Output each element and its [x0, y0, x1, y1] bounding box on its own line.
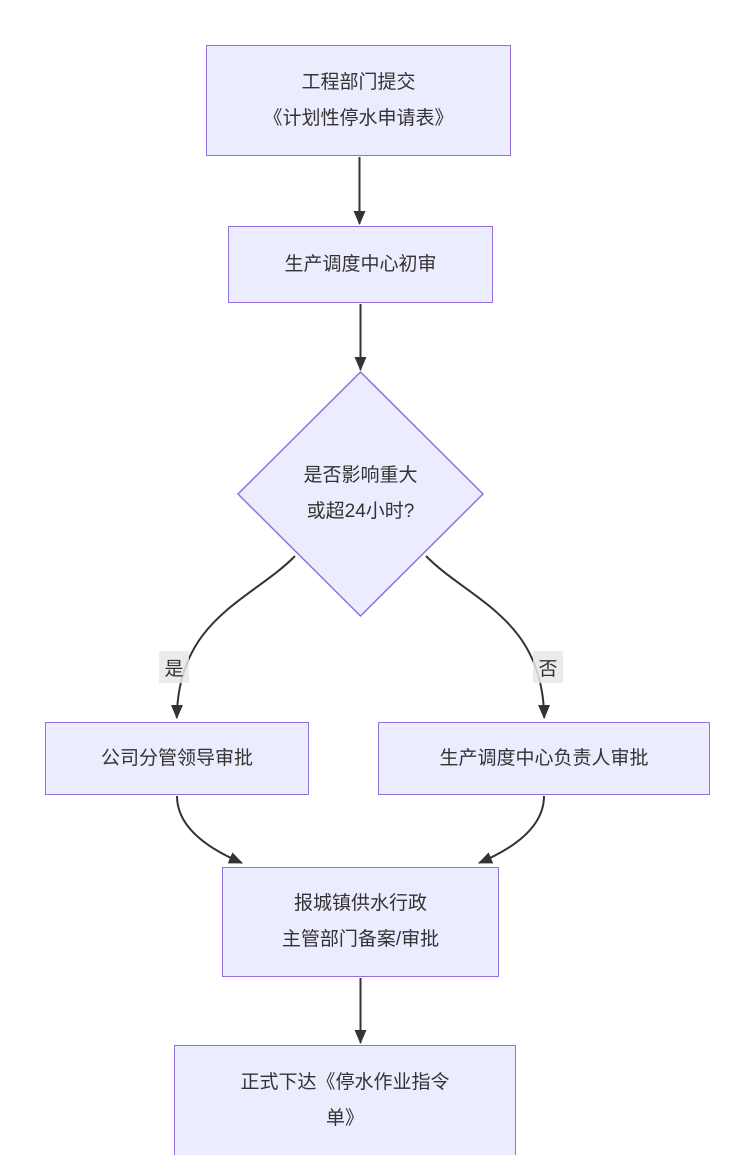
node-dispatch-center-initial-review: 生产调度中心初审 — [228, 226, 493, 303]
node-dispatch-center-head-approval: 生产调度中心负责人审批 — [378, 722, 710, 795]
edge-manager-to-report — [478, 795, 545, 864]
node-decision-major-impact: 是否影响重大 或超24小时? — [303, 465, 418, 522]
edge-label-yes: 是 — [159, 651, 189, 683]
node-report-to-authority: 报城镇供水行政 主管部门备案/审批 — [222, 867, 499, 977]
node-issue-shutdown-order: 正式下达《停水作业指令 单》 — [174, 1045, 516, 1155]
node-company-leader-approval: 公司分管领导审批 — [45, 722, 309, 795]
decision-diamond-shape — [236, 370, 485, 618]
edge-leader-to-report — [176, 795, 243, 864]
node-submit-application: 工程部门提交 《计划性停水申请表》 — [206, 45, 511, 156]
edge-decision-yes — [170, 555, 296, 719]
edge-label-no: 否 — [533, 651, 563, 683]
edge-decision-no — [425, 555, 551, 719]
